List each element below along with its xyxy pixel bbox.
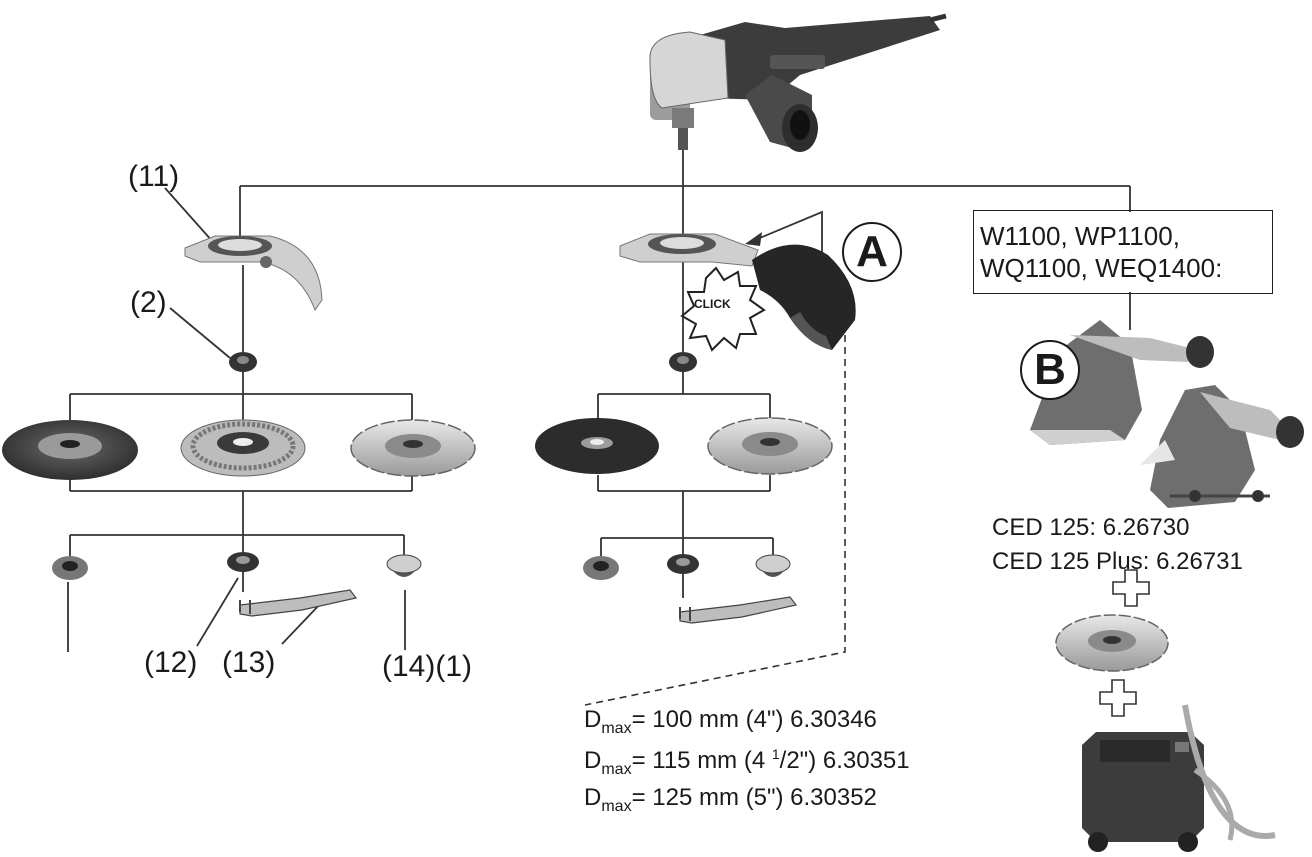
angle-grinder-icon — [649, 13, 947, 152]
quick-nut-icon — [755, 554, 791, 577]
dmax-text: = 125 mm (5") 6.30352 — [631, 784, 877, 811]
arrow-head — [745, 232, 762, 246]
cutting-guard-icon — [752, 244, 856, 350]
two-pin-spanner-icon — [239, 589, 358, 617]
clamping-nut-icon — [583, 556, 619, 580]
diamond-blade-icon — [350, 419, 476, 477]
dmax-prefix: D — [584, 784, 602, 811]
dmax-sup: 1 — [771, 746, 780, 762]
dmax-line-3: Dmax= 125 mm (5") 6.30352 — [584, 786, 877, 815]
dmax-prefix: D — [584, 747, 602, 774]
diamond-blade-icon — [707, 417, 833, 475]
ced-line-2: CED 125 Plus: 6.26731 — [992, 548, 1243, 575]
dmax-line-1: Dmax= 100 mm (4") 6.30346 — [584, 708, 877, 737]
clamping-nut-icon — [52, 556, 88, 580]
click-burst-icon — [680, 266, 766, 352]
support-flange-icon — [669, 352, 697, 372]
diamond-blade-icon — [1055, 614, 1169, 672]
dashed-leader — [584, 335, 846, 706]
dmax-text-b: /2") 6.30351 — [779, 747, 910, 774]
wheel-guard-icon — [619, 233, 759, 267]
dmax-sub: max — [601, 798, 632, 815]
support-flange-icon — [229, 352, 257, 372]
dmax-text-a: = 115 mm (4 — [631, 747, 772, 774]
model-list-box: W1100, WP1100, WQ1100, WEQ1400: — [973, 210, 1273, 294]
grinder-with-cutting-guard-icon — [1030, 320, 1304, 508]
label-clamping-nut: (12) — [144, 646, 198, 679]
dmax-prefix: D — [584, 706, 602, 733]
dmax-sub: max — [601, 720, 632, 737]
label-wheel-guard: (11) — [128, 160, 180, 193]
label-support-flange: (2) — [130, 286, 167, 319]
model-line-1: W1100, WP1100, — [980, 221, 1180, 251]
connector-lines — [67, 150, 1131, 652]
plus-icon — [1099, 679, 1137, 717]
clamping-nut-icon — [227, 552, 259, 572]
grinding-disc-icon — [2, 420, 138, 480]
dmax-sub: max — [601, 761, 632, 778]
clamping-nut-icon — [667, 554, 699, 574]
cut-off-disc-icon — [535, 418, 659, 474]
dmax-text: = 100 mm (4") 6.30346 — [631, 706, 877, 733]
label-spanner: (13) — [222, 646, 276, 679]
wheel-guard-icon — [184, 235, 323, 312]
vacuum-extractor-icon — [1082, 704, 1276, 852]
ced-line-1: CED 125: 6.26730 — [992, 514, 1190, 541]
click-label: CLICK — [694, 297, 731, 311]
label-quick-nut: (14)(1) — [382, 650, 473, 683]
flap-disc-icon — [180, 419, 306, 477]
quick-nut-icon — [386, 554, 422, 577]
two-pin-spanner-icon — [679, 596, 798, 624]
model-line-2: WQ1100, WEQ1400: — [980, 252, 1223, 283]
plus-icon — [1112, 569, 1150, 607]
marker-a: A — [842, 222, 902, 282]
dmax-line-2: Dmax= 115 mm (4 1/2") 6.30351 — [584, 747, 910, 778]
marker-b: B — [1020, 340, 1080, 400]
